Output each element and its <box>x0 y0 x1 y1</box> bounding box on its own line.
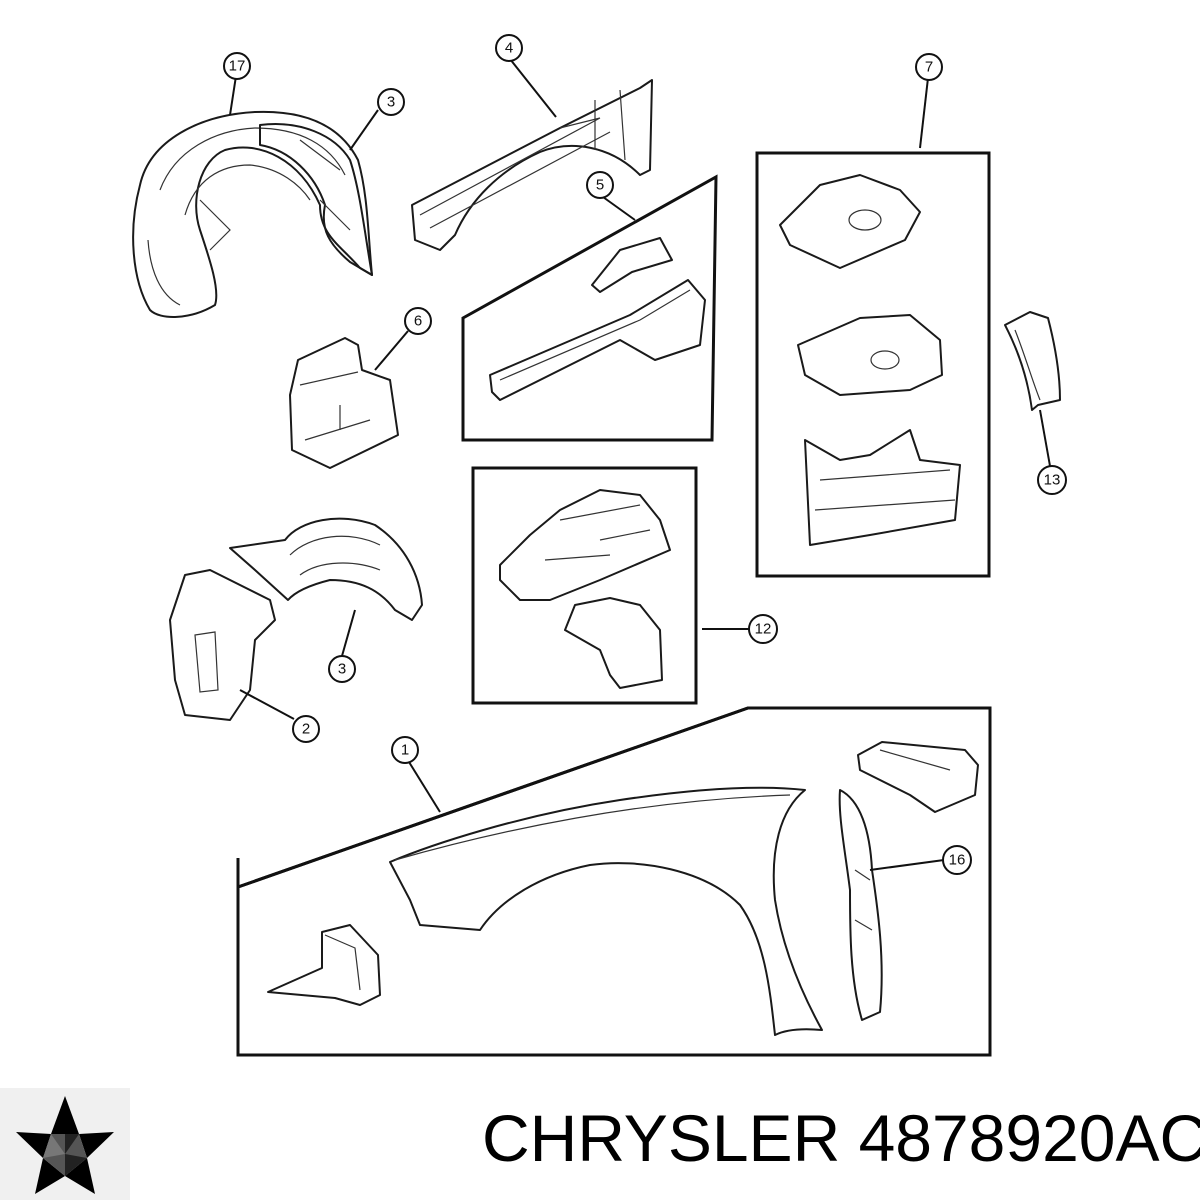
callout-12: 12 <box>748 614 778 644</box>
part-5-frame <box>461 174 718 442</box>
part-16-reinforcement <box>838 789 883 1021</box>
part-1-group <box>236 706 992 889</box>
part-1-frame-box <box>236 706 992 1057</box>
part-12-group <box>471 466 698 705</box>
callout-6: 6 <box>404 307 432 335</box>
callout-7-label: 7 <box>925 59 933 76</box>
part-3-wheelhouse-lower <box>229 517 423 621</box>
part-6-bracket <box>289 337 399 469</box>
callout-5: 5 <box>586 171 614 199</box>
callout-17: 17 <box>223 52 251 80</box>
chrysler-pentastar-logo <box>0 1088 130 1200</box>
fender-bracket <box>267 924 381 1006</box>
callout-1: 1 <box>391 736 419 764</box>
callout-3-upper: 3 <box>377 88 405 116</box>
part-17-wheelhouse-liner <box>132 110 373 318</box>
part-1-fender <box>389 786 823 1036</box>
part-4-upper-rail <box>411 79 653 251</box>
callout-2: 2 <box>292 715 320 743</box>
callout-7: 7 <box>915 53 943 81</box>
part-7-frame <box>755 151 991 578</box>
brand-part-number: CHRYSLER 4878920AC <box>482 1101 1200 1175</box>
callout-16-label: 16 <box>949 852 966 869</box>
callout-16: 16 <box>942 845 972 875</box>
callout-3-lower: 3 <box>328 655 356 683</box>
callout-17-label: 17 <box>229 58 246 75</box>
callout-6-label: 6 <box>414 313 422 330</box>
callout-12-label: 12 <box>755 621 772 638</box>
callout-2-label: 2 <box>302 721 310 738</box>
callout-1-label: 1 <box>401 742 409 759</box>
callout-5-label: 5 <box>596 177 604 194</box>
part-12-frame <box>471 466 698 705</box>
part-7-group <box>755 151 991 578</box>
callout-13-label: 13 <box>1044 472 1061 489</box>
fender-top-bracket <box>857 741 979 813</box>
callout-4: 4 <box>495 34 523 62</box>
callout-3-lower-label: 3 <box>338 661 346 678</box>
part-13-seal <box>1004 311 1061 411</box>
callout-3-upper-label: 3 <box>387 94 395 111</box>
callout-4-label: 4 <box>505 40 513 57</box>
callout-13: 13 <box>1037 465 1067 495</box>
leader-lines <box>229 58 1051 871</box>
part-2-splash-shield <box>169 569 276 721</box>
part-5-group <box>461 174 718 442</box>
part-3-wheelhouse-upper <box>259 123 373 276</box>
